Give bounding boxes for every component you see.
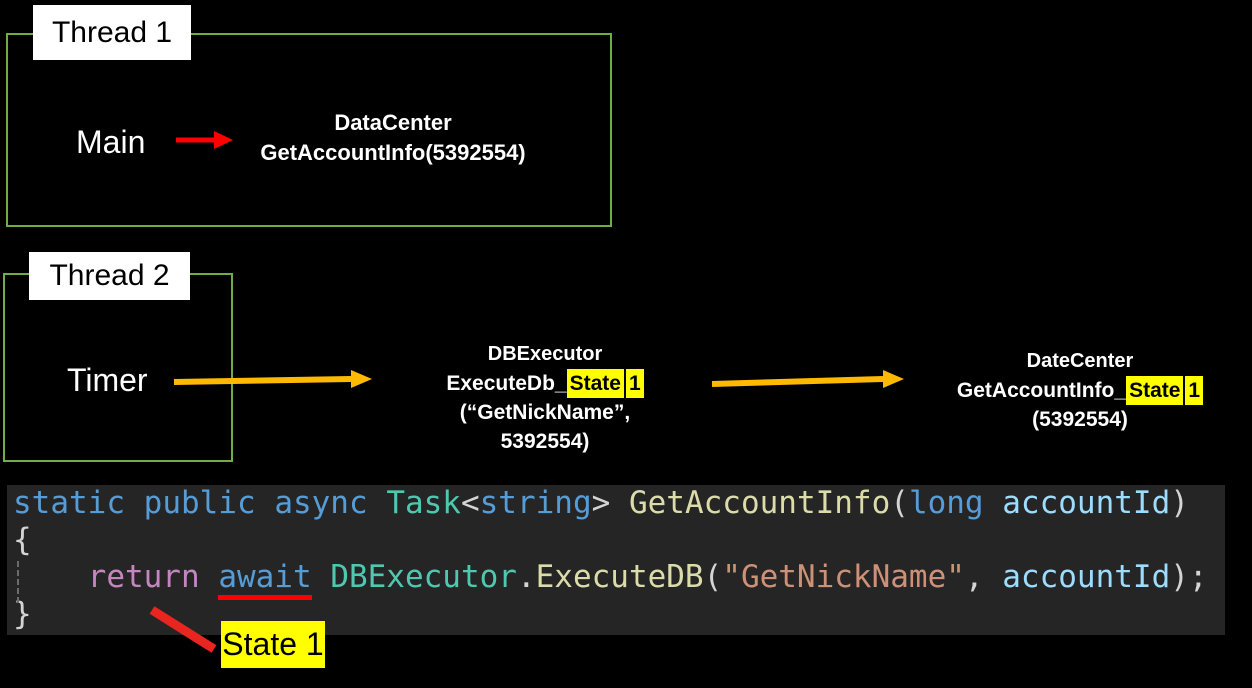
- code-token: >: [591, 485, 611, 521]
- code-token: );: [1170, 559, 1208, 595]
- code-token: <: [460, 485, 480, 521]
- code-line: {: [7, 522, 1225, 559]
- code-token: ): [1170, 485, 1189, 521]
- call2-method-prefix: GetAccountInfo_: [956, 379, 1127, 402]
- call1-state-number-highlight: 1: [625, 369, 644, 398]
- code-token: ExecuteDB: [535, 559, 704, 595]
- code-token: [312, 559, 331, 595]
- code-token-await-underlined: await: [218, 559, 312, 600]
- code-token: long: [908, 485, 984, 521]
- code-token: return: [87, 559, 200, 595]
- code-lines: static public async Task<string> GetAcco…: [7, 485, 1225, 633]
- call2-args: (5392554): [1032, 408, 1128, 431]
- code-token: ,: [964, 559, 984, 595]
- code-token: [984, 485, 1003, 521]
- indent-guide-icon: [17, 561, 19, 603]
- code-token: (: [703, 559, 723, 595]
- thread1-label-text: Thread 1: [51, 15, 173, 49]
- code-token: Task: [386, 485, 461, 521]
- code-token: GetAccountInfo: [628, 485, 891, 521]
- call2-class: DateCenter: [1026, 350, 1134, 372]
- code-token: "GetNickName": [722, 559, 965, 595]
- gold-arrow-2-icon: [711, 370, 904, 388]
- call1-state-highlight: State: [566, 369, 624, 398]
- call1-class: DBExecutor: [487, 343, 603, 365]
- code-token: accountId: [1002, 559, 1171, 595]
- code-line: }: [7, 596, 1225, 633]
- code-token: [200, 559, 219, 595]
- code-token: [984, 559, 1003, 595]
- code-line: static public async Task<string> GetAcco…: [7, 485, 1225, 522]
- thread1-call-text: DataCenter GetAccountInfo(5392554): [243, 108, 543, 168]
- thread1-callee-class: DataCenter: [334, 110, 452, 135]
- code-token: static: [13, 485, 125, 521]
- code-line: return await DBExecutor.ExecuteDB("GetNi…: [7, 559, 1225, 600]
- call2-state-number-highlight: 1: [1185, 376, 1204, 405]
- code-token: DBExecutor: [330, 559, 517, 595]
- code-token: .: [516, 559, 536, 595]
- thread1-caller-label: Main: [76, 124, 146, 160]
- state1-callout-text: State 1: [222, 626, 324, 662]
- code-token: accountId: [1002, 485, 1171, 521]
- code-token: [610, 485, 629, 521]
- thread1-box: [6, 33, 612, 227]
- code-token: }: [13, 596, 32, 632]
- code-token: [368, 485, 387, 521]
- code-editor: static public async Task<string> GetAcco…: [7, 485, 1225, 635]
- state1-callout-label: State 1: [221, 621, 325, 668]
- thread2-label-text: Thread 2: [49, 259, 170, 292]
- call1-method-prefix: ExecuteDb_: [446, 372, 567, 395]
- code-token: [13, 559, 88, 595]
- thread1-label: Thread 1: [33, 5, 191, 60]
- code-token: [125, 485, 144, 521]
- code-token: public: [143, 485, 256, 521]
- call1-args: (“GetNickName”, 5392554): [459, 401, 631, 453]
- code-token: string: [479, 485, 592, 521]
- thread2-caller-label: Timer: [67, 362, 148, 398]
- code-token: {: [13, 522, 32, 558]
- call2-state-highlight: State: [1126, 376, 1184, 405]
- thread2-label: Thread 2: [29, 252, 190, 300]
- thread1-callee-method: GetAccountInfo(5392554): [260, 140, 526, 165]
- code-token: (: [890, 485, 909, 521]
- code-token: async: [274, 485, 368, 521]
- code-token: [256, 485, 275, 521]
